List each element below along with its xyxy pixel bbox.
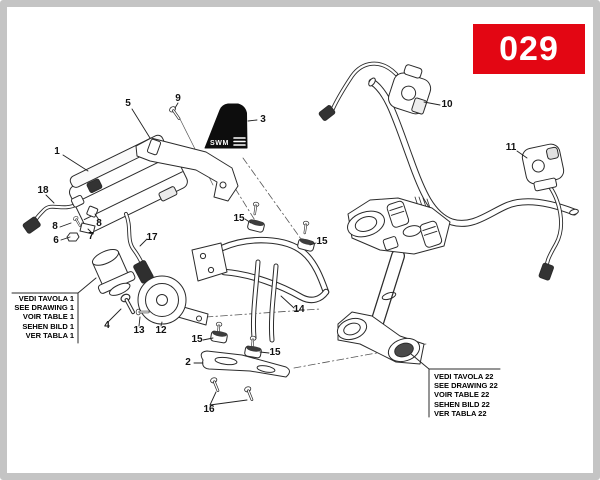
wiring-cable-18 (22, 194, 85, 234)
callout-10: 10 (441, 99, 453, 110)
callout-15: 15 (191, 334, 203, 345)
swm-decal: SWM (204, 103, 248, 149)
note-see-drawing-22: VEDI TAVOLA 22 SEE DRAWING 22 VOIR TABLE… (434, 372, 498, 418)
callout-13: 13 (133, 325, 145, 336)
triple-clamp-drawing (336, 197, 451, 365)
page-number-badge: 029 (473, 24, 585, 74)
callout-15: 15 (233, 213, 245, 224)
callout-5: 5 (125, 98, 131, 109)
lower-plate-drawing (200, 350, 290, 378)
note-line: VEDI TAVOLA 22 (434, 372, 494, 381)
note-line: SEHEN BILD 1 (22, 321, 74, 331)
support-bracket-drawing (135, 137, 239, 202)
callout-7: 7 (88, 231, 94, 242)
note-line: SEE DRAWING 22 (434, 381, 498, 391)
callout-17: 17 (146, 232, 158, 243)
fastener-cluster (66, 205, 99, 242)
note-see-drawing-1: VEDI TAVOLA 1 SEE DRAWING 1 VOIR TABLE 1… (6, 294, 74, 340)
note-line: VEDI TAVOLA 1 (18, 294, 74, 303)
callout-4: 4 (104, 320, 110, 331)
callout-9: 9 (175, 93, 181, 104)
handlebar-drawing (368, 77, 579, 224)
callout-15: 15 (316, 236, 328, 247)
callout-16: 16 (203, 404, 215, 415)
ignition-switch-drawing (91, 248, 136, 296)
callout-12: 12 (155, 325, 167, 336)
callout-3: 3 (260, 114, 266, 125)
note-line: VER TABLA 22 (434, 408, 487, 418)
callout-14: 14 (293, 304, 305, 315)
callout-8: 8 (96, 218, 102, 229)
callout-leader-lines (45, 101, 528, 406)
left-switchgear-drawing (318, 61, 432, 121)
callout-15: 15 (269, 347, 281, 358)
callout-11: 11 (505, 142, 517, 153)
callout-8: 8 (52, 221, 58, 232)
callout-2: 2 (185, 357, 191, 368)
note-bracket-lines (11, 277, 501, 418)
horn-drawing (137, 275, 209, 326)
callout-6: 6 (53, 235, 59, 246)
note-line: SEHEN BILD 22 (434, 399, 490, 409)
note-line: SEE DRAWING 1 (14, 303, 74, 313)
note-line: VOIR TABLE 1 (22, 312, 74, 322)
callout-1: 1 (54, 146, 60, 157)
decal-brand-text: SWM (210, 140, 229, 147)
mounting-bracket-drawing (191, 200, 326, 350)
note-line: VER TABLA 1 (25, 330, 74, 340)
right-switchgear-drawing (521, 143, 565, 281)
callout-18: 18 (37, 185, 49, 196)
note-line: VOIR TABLE 22 (434, 390, 490, 400)
